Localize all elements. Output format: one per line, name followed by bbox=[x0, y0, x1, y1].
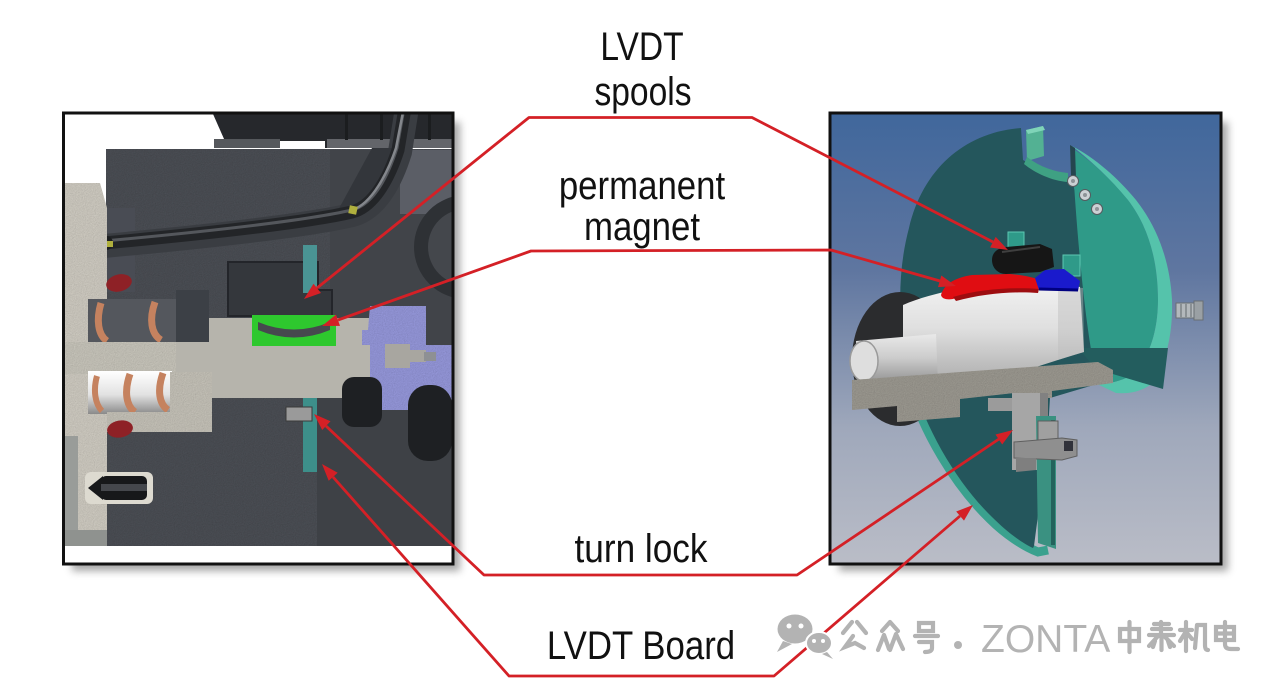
svg-text:LVDT: LVDT bbox=[600, 24, 683, 68]
svg-text:ZONTA: ZONTA bbox=[981, 618, 1110, 661]
svg-text:turn lock: turn lock bbox=[575, 526, 708, 571]
svg-text:permanent: permanent bbox=[559, 163, 726, 208]
svg-text:spools: spools bbox=[594, 69, 691, 113]
svg-text:LVDT Board: LVDT Board bbox=[547, 623, 735, 668]
svg-text:magnet: magnet bbox=[584, 204, 701, 249]
